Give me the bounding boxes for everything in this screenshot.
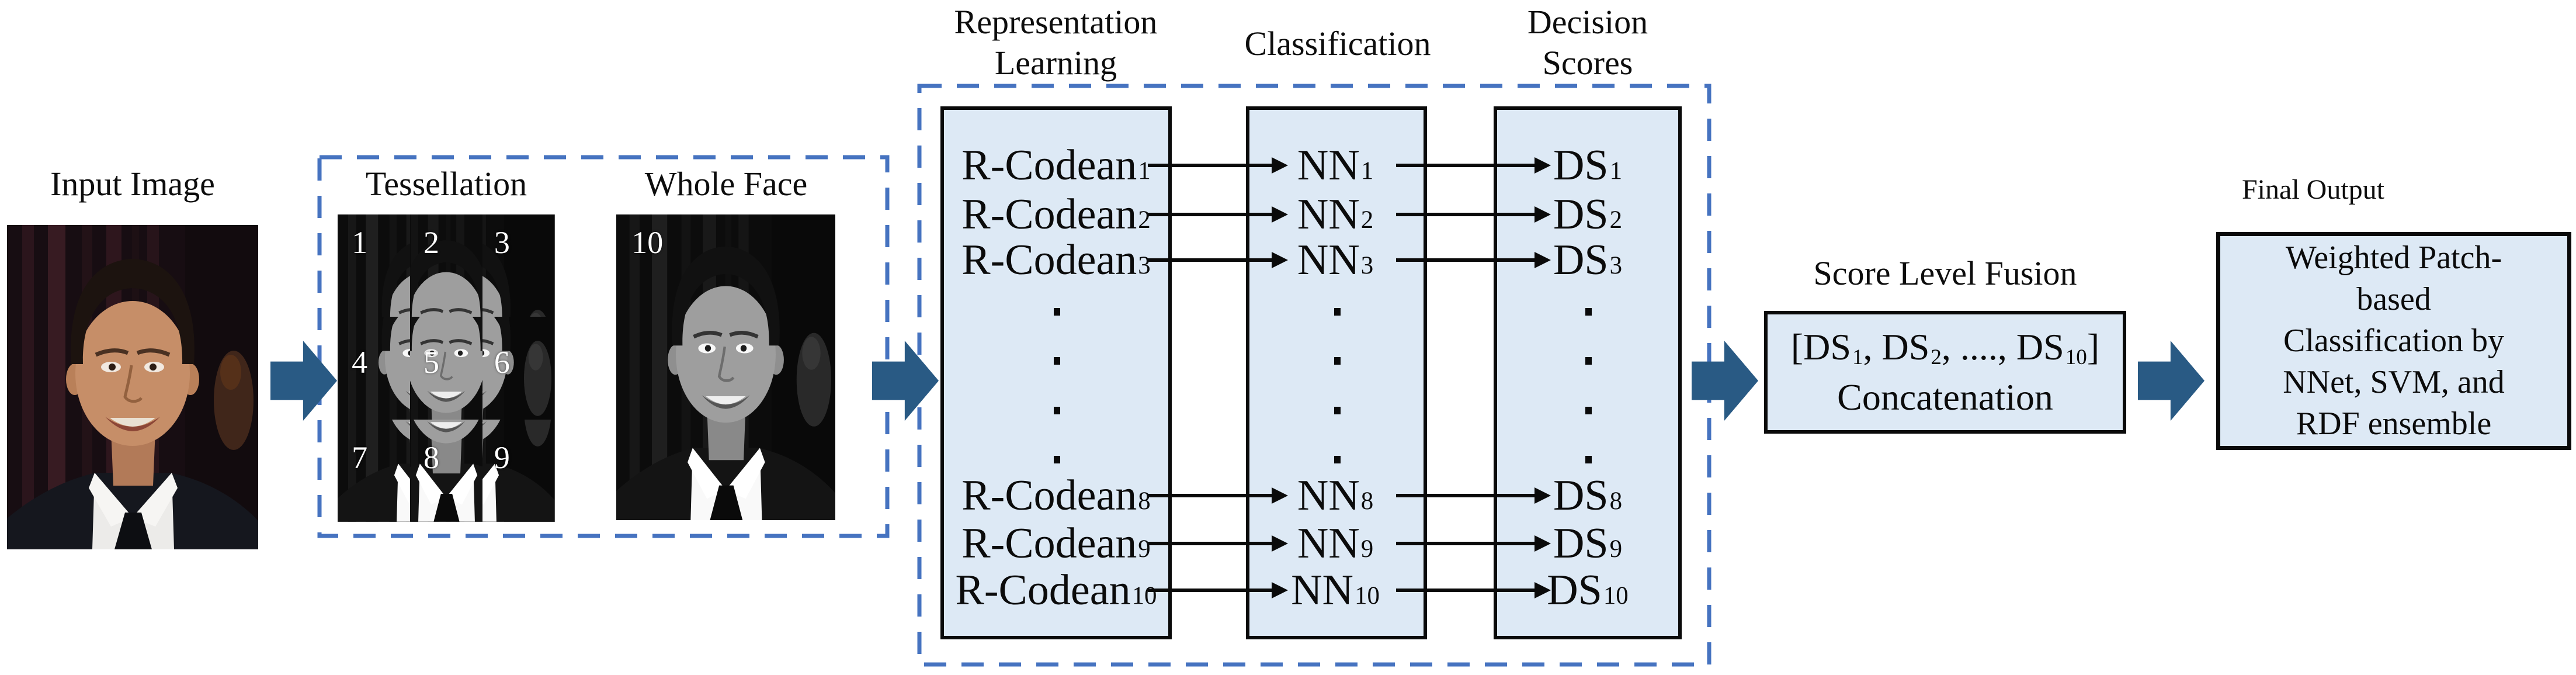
decision-scores-label: Decision Scores bbox=[1527, 3, 1648, 82]
patch-number: 4 bbox=[352, 345, 368, 380]
tessellation-patch bbox=[410, 317, 482, 419]
arrow-nn-to-ds-icon bbox=[1396, 157, 1551, 174]
ellipsis-dots bbox=[1334, 308, 1341, 463]
decision-scores-box bbox=[1494, 106, 1682, 639]
arrow-nn-to-ds-icon bbox=[1396, 535, 1551, 552]
tessellation-patch bbox=[482, 420, 555, 522]
tessellation-patch bbox=[482, 214, 555, 317]
arrow-nn-to-ds-icon bbox=[1396, 487, 1551, 504]
tessellation-patch bbox=[410, 420, 482, 522]
ellipsis-dot bbox=[1334, 357, 1341, 365]
ellipsis-dot bbox=[1585, 406, 1592, 414]
whole-face-image: 10 bbox=[616, 214, 835, 520]
patch-number: 7 bbox=[352, 440, 368, 476]
arrow-rcodean-to-nn-icon bbox=[1148, 582, 1288, 598]
patch-number: 3 bbox=[494, 225, 510, 261]
arrow-rcodean-to-nn-icon bbox=[1148, 487, 1288, 504]
arrow-rcodean-to-nn-icon bbox=[1148, 206, 1288, 223]
representation-learning-label: Representation Learning bbox=[954, 3, 1158, 82]
ellipsis-dot bbox=[1585, 357, 1592, 365]
ellipsis-dot bbox=[1334, 455, 1341, 463]
arrow-rcodean-to-nn-icon bbox=[1148, 535, 1288, 552]
arrow-rcodean-to-nn-icon bbox=[1148, 157, 1288, 174]
tessellation-patch bbox=[338, 420, 410, 522]
ellipsis-dot bbox=[1053, 357, 1060, 365]
fusion-concat-expression: [DS1, DS2, ...., DS10] bbox=[1790, 326, 2100, 370]
input-image-photo bbox=[7, 225, 258, 549]
tessellation-dashed-region bbox=[317, 155, 890, 538]
ellipsis-dot bbox=[1053, 406, 1060, 414]
fusion-concatenation-label: Concatenation bbox=[1837, 376, 2053, 418]
ellipsis-dot bbox=[1585, 308, 1592, 316]
ellipsis-dots bbox=[1053, 308, 1060, 463]
classification-label: Classification bbox=[1244, 25, 1431, 63]
representation-learning-box bbox=[940, 106, 1172, 639]
patch-number: 6 bbox=[494, 345, 510, 380]
input-face-image bbox=[7, 225, 258, 549]
patch-number: 1 bbox=[352, 225, 368, 261]
patch-number: 9 bbox=[494, 440, 510, 476]
final-output-label: Final Output bbox=[2241, 174, 2384, 205]
arrow-rcodean-to-nn-icon bbox=[1148, 252, 1288, 268]
input-image-label: Input Image bbox=[50, 165, 215, 203]
patch-number: 5 bbox=[423, 345, 439, 380]
ellipsis-dots bbox=[1585, 308, 1592, 463]
tessellation-patch bbox=[410, 214, 482, 317]
arrow-nn-to-ds-icon bbox=[1396, 206, 1551, 223]
score-level-fusion-label: Score Level Fusion bbox=[1813, 254, 2077, 292]
ellipsis-dot bbox=[1334, 406, 1341, 414]
final-output-text: Weighted Patch- based Classification by … bbox=[2283, 240, 2505, 442]
ellipsis-dot bbox=[1053, 308, 1060, 316]
arrow-nn-to-ds-icon bbox=[1396, 582, 1551, 598]
patch-number: 2 bbox=[423, 225, 439, 261]
ellipsis-dot bbox=[1585, 455, 1592, 463]
ellipsis-dot bbox=[1053, 455, 1060, 463]
tessellation-label: Tessellation bbox=[365, 165, 527, 203]
tessellation-patch bbox=[338, 317, 410, 419]
tessellation-patch bbox=[338, 214, 410, 317]
ellipsis-dot bbox=[1334, 308, 1341, 316]
arrow-fusion-to-final bbox=[2138, 341, 2204, 421]
patch-number: 8 bbox=[423, 440, 439, 476]
classification-box bbox=[1246, 106, 1427, 639]
final-output-box: Weighted Patch- based Classification by … bbox=[2216, 232, 2571, 450]
tessellation-patch bbox=[482, 317, 555, 419]
whole-face-label: Whole Face bbox=[644, 165, 808, 203]
tessellation-grid: 1 2 3 4 5 6 7 8 9 bbox=[338, 214, 555, 522]
arrow-nn-to-ds-icon bbox=[1396, 252, 1551, 268]
whole-face-number: 10 bbox=[631, 224, 664, 260]
score-level-fusion-box: [DS1, DS2, ...., DS10] Concatenation bbox=[1764, 311, 2126, 434]
